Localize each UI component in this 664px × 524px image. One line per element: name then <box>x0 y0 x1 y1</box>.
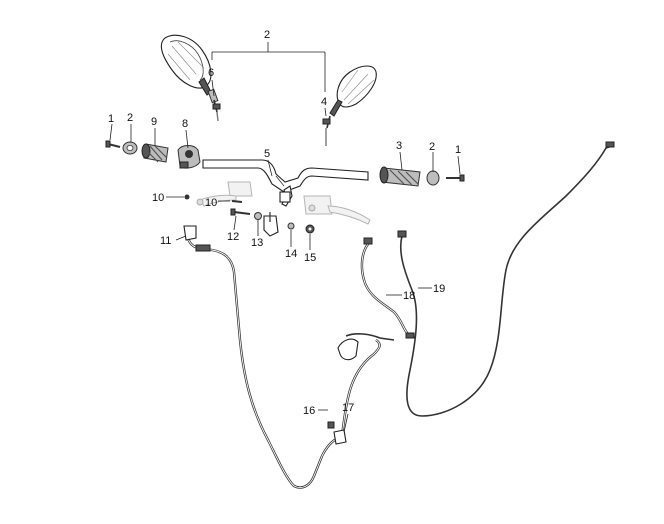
callout-15: 15 <box>304 252 316 264</box>
throttle-cable-11 <box>183 225 339 489</box>
left-switch-housing <box>177 145 201 169</box>
brake-cable-assembly <box>327 333 395 445</box>
bolt-12 <box>230 208 251 216</box>
callout-12: 12 <box>227 231 239 243</box>
fastener-10-lower <box>231 200 243 203</box>
callout-18: 18 <box>403 290 415 302</box>
callout-14: 14 <box>285 248 297 260</box>
callout-1-left: 1 <box>108 113 114 125</box>
callout-2-left: 2 <box>127 112 133 124</box>
washer-14 <box>287 222 295 230</box>
right-bar-end-weight <box>426 170 440 186</box>
right-bar-end-bolt <box>446 174 465 182</box>
callout-labels: 2 6 4 1 2 9 8 5 3 2 1 10 10 11 12 13 14 … <box>108 29 461 417</box>
callout-5: 5 <box>264 148 270 160</box>
callout-17: 17 <box>342 402 354 414</box>
cable-19 <box>397 141 615 417</box>
callout-13: 13 <box>251 237 263 249</box>
callout-19: 19 <box>433 283 445 295</box>
callout-10-upper: 10 <box>152 192 164 204</box>
left-bar-end-bolt <box>105 140 121 148</box>
left-grip <box>141 143 169 163</box>
callout-1-right: 1 <box>455 144 461 156</box>
callout-3: 3 <box>396 140 402 152</box>
callout-4: 4 <box>321 96 327 108</box>
callout-9: 9 <box>151 116 157 128</box>
washer-13 <box>254 212 262 220</box>
callout-7: 2 <box>264 29 270 41</box>
handlebar <box>202 159 369 207</box>
bracket-13 <box>263 212 279 237</box>
leader-lines <box>109 42 461 433</box>
callout-6: 6 <box>208 67 214 79</box>
left-bar-end-weight <box>122 141 138 155</box>
callout-2-right: 2 <box>429 141 435 153</box>
throttle-grip <box>379 166 421 187</box>
right-mirror <box>322 65 377 146</box>
cable-18 <box>360 237 415 339</box>
left-mirror <box>160 34 221 122</box>
callout-16: 16 <box>303 405 315 417</box>
callout-8: 8 <box>182 118 188 130</box>
right-lever-ghost <box>303 195 371 225</box>
callout-10-lower: 10 <box>205 197 217 209</box>
nut-15 <box>305 224 315 234</box>
fastener-10-upper <box>184 194 190 200</box>
callout-11: 11 <box>160 235 171 247</box>
